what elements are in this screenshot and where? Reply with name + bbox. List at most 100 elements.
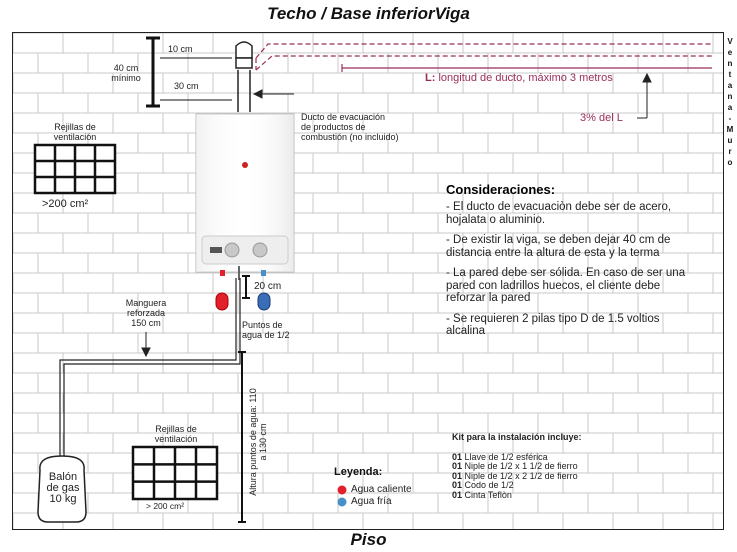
kit-item-qty: 01 (452, 461, 463, 471)
vent-top-label-line: Rejillas de (54, 122, 96, 132)
dimension-10cm-line (160, 57, 232, 101)
duct-note-line: de productos de (301, 122, 366, 132)
vent-bottom-label-line: Rejillas de (155, 424, 197, 434)
dim-10cm-label: 10 cm (168, 44, 193, 54)
wall-letter: u (728, 136, 733, 145)
hose-arrow (141, 332, 151, 358)
gas-tank-line: Balón (48, 471, 78, 483)
water-points-line: agua de 1/2 (242, 330, 290, 340)
consideration-item: - La pared debe ser sólida. En caso de s… (446, 267, 686, 304)
duct-length-prefix: L: (425, 72, 436, 84)
consideration-item: - De existir la viga, se deben dejar 40 … (446, 234, 671, 259)
ceiling-title: Techo / Base inferiorViga (267, 4, 470, 23)
wall-letter: M (727, 125, 734, 134)
exhaust-duct (235, 41, 253, 112)
gas-tank-line: de gas (46, 482, 80, 494)
hose-label-line: 150 cm (131, 318, 161, 328)
dim-30cm-label: 30 cm (174, 81, 199, 91)
cold-water-point (257, 292, 271, 311)
wall-frame (12, 32, 724, 530)
kit-item-desc: Niple de 1/2 x 1 1/2 de fierro (464, 461, 578, 471)
dimension-20cm-bracket (242, 275, 250, 299)
legend-cold-dot (337, 497, 347, 507)
hose-label-line: reforzada (126, 308, 166, 318)
water-height-bracket (238, 351, 246, 523)
brick-wall (13, 33, 723, 529)
duct-note-line: combustión (no incluido) (301, 132, 399, 142)
vent-bottom-area: > 200 cm² (146, 501, 185, 511)
kit-item-qty: 01 (452, 470, 463, 481)
hose-label-line: Manguera (125, 298, 167, 308)
kit-item-desc: Niple de 1/2 x 2 1/2 de fierro (464, 470, 578, 481)
wall-letter: V (727, 37, 733, 46)
water-height-line: Altura puntos de agua: 110 (248, 388, 258, 496)
duct-note-arrow (252, 89, 294, 99)
wall-letter: a (728, 81, 733, 90)
wall-letter: n (728, 92, 733, 101)
wall-letter: n (728, 59, 733, 68)
slope-label: 3% del L (580, 112, 623, 124)
duct-length-label: L: longitud de ducto, máximo 3 metros (425, 72, 613, 84)
legend-hot-dot (337, 485, 347, 495)
dim-40cm-label: 40 cm mínimo (106, 63, 146, 83)
duct-length-dimension (341, 64, 712, 72)
vent-top-area: >200 cm² (42, 198, 89, 210)
kit-item-qty: 01 (452, 451, 463, 462)
water-points-line: Puntos de (242, 320, 283, 330)
vent-top-label-line: ventilación (53, 132, 97, 142)
duct-length-text: longitud de ducto, máximo 3 metros (435, 72, 613, 84)
gas-hose (59, 278, 241, 456)
kit-panel: Kit para la instalación incluye: 01 Llav… (452, 432, 702, 501)
water-height-label: Altura puntos de agua: 110 a 130 cm (248, 352, 268, 532)
vent-grille-top (33, 143, 117, 195)
wall-letter: o (728, 158, 733, 167)
kit-item: 01 Llave de 1/2 esférica (452, 451, 702, 463)
wall-letter: a (728, 103, 733, 112)
dimension-40cm-bracket (146, 36, 160, 108)
legend-cold-label: Agua fría (351, 496, 392, 507)
water-heater (195, 113, 295, 273)
kit-item: 01 Niple de 1/2 x 1 1/2 de fierro (452, 461, 702, 472)
considerations-panel: Consideraciones: - El ducto de evacuaciò… (446, 182, 696, 346)
kit-item-desc: Llave de 1/2 esférica (464, 451, 548, 462)
legend-title: Leyenda: (334, 466, 383, 478)
kit-item: 01 Codo de 1/2 (452, 480, 702, 491)
water-points-label: Puntos de agua de 1/2 (242, 320, 290, 340)
considerations-title: Consideraciones: (446, 182, 556, 197)
gas-tank-label: Balón de gas 10 kg (40, 472, 86, 505)
kit-item-desc: Cinta Teflòn (464, 489, 512, 500)
vent-bottom-label-line: ventilación (154, 434, 198, 444)
kit-item: 01 Cinta Teflòn (452, 489, 702, 501)
consideration-item: - El ducto de evacuaciòn debe ser de ace… (446, 201, 672, 226)
kit-item-desc: Codo de 1/2 (464, 480, 514, 490)
wall-letter: r (728, 147, 731, 156)
kit-item-qty: 01 (452, 489, 463, 500)
dim-40cm-value: 40 cm (113, 63, 139, 73)
vent-bottom-label: Rejillas de ventilación (141, 424, 211, 444)
water-height-line: a 130 cm (258, 423, 268, 461)
kit-item: 01 Niple de 1/2 x 2 1/2 de fierro (452, 470, 702, 482)
legend-hot-label: Agua caliente (351, 484, 412, 495)
wall-letter: - (729, 114, 732, 123)
hot-water-point (215, 292, 229, 311)
slope-arrow (637, 72, 652, 119)
consideration-item: - Se requieren 2 pilas tipo D de 1.5 vol… (446, 312, 660, 338)
floor-title: Piso (350, 530, 387, 549)
vent-grille-bottom (131, 445, 219, 501)
duct-note-line: Ducto de evacuación (301, 112, 386, 122)
vent-top-label: Rejillas de ventilación (40, 122, 110, 142)
heater-connections (220, 266, 266, 280)
dim-minimo-text: mínimo (111, 73, 141, 83)
horizontal-duct (255, 43, 712, 71)
gas-tank (37, 455, 87, 523)
dim-20cm-label: 20 cm (254, 281, 282, 292)
hose-label: Manguera reforzada 150 cm (118, 298, 174, 328)
kit-item-qty: 01 (452, 480, 463, 490)
gas-tank-line: 10 kg (49, 493, 77, 505)
kit-title: Kit para la instalación incluye: (452, 432, 582, 442)
wall-letter: e (728, 48, 733, 57)
wall-letter: t (729, 70, 732, 79)
duct-note: Ducto de evacuación de productos de comb… (301, 112, 399, 142)
